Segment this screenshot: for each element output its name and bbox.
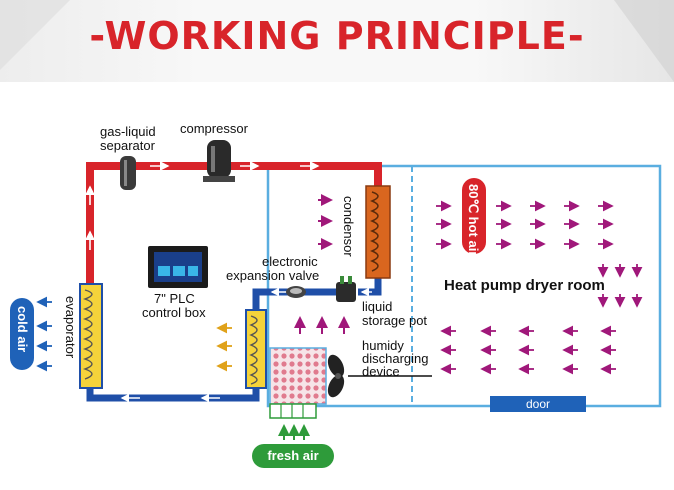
humidy-label-3: device <box>362 364 400 379</box>
humidy-label-1: humidy <box>362 338 404 353</box>
cold-air-label: cold air <box>15 306 30 352</box>
return-air-arrows-left <box>440 325 616 375</box>
fresh-air-label: fresh air <box>267 448 318 463</box>
air-arrows-up <box>294 316 350 334</box>
compressor-icon <box>203 140 235 182</box>
expansion-valve-label-1: electronic <box>262 254 318 269</box>
hot-air-arrows-right <box>436 200 614 250</box>
gas-liquid-separator <box>120 156 136 190</box>
condenser-coil <box>365 185 391 279</box>
banner-decoration-right <box>614 0 674 82</box>
humidy-label-2: discharging <box>362 351 429 366</box>
liquid-storage-pot-label-2: storage pot <box>362 313 427 328</box>
dryer-room-outline <box>266 164 662 408</box>
hot-air-arrows-down <box>597 264 643 308</box>
hot-air-label: 80℃ hot air <box>466 184 481 256</box>
fresh-air-badge: fresh air <box>252 444 334 468</box>
cold-air-arrows <box>36 296 52 372</box>
page-title: -WORKING PRINCIPLE- <box>89 14 585 58</box>
evaporator-coil <box>79 283 103 389</box>
plc-label-2: control box <box>142 305 206 320</box>
fan-icon <box>327 354 345 398</box>
expansion-valve-label-2: expansion valve <box>226 268 319 283</box>
compressor-label: compressor <box>180 121 249 136</box>
hot-refrigerant-pipe <box>85 161 382 285</box>
door: door <box>490 396 586 412</box>
plc-control-box <box>148 246 208 288</box>
evaporator-label: evaporator <box>63 296 78 359</box>
liquid-storage-pot-label-1: liquid <box>362 299 392 314</box>
door-label: door <box>526 397 550 411</box>
fresh-air-arrows <box>278 424 310 440</box>
humidity-discharge-unit <box>269 347 432 405</box>
liquid-storage-pot-icon <box>336 276 356 302</box>
inner-evaporator-coil <box>245 309 267 389</box>
plc-label-1: 7" PLC <box>154 291 195 306</box>
dryer-room-label: Heat pump dryer room <box>444 277 605 294</box>
air-arrows-to-condenser <box>318 194 333 250</box>
warm-air-arrows <box>216 322 232 372</box>
gas-liquid-separator-label-2: separator <box>100 138 156 153</box>
expansion-valve-icon <box>286 286 306 298</box>
title-banner: -WORKING PRINCIPLE- <box>0 0 674 82</box>
banner-decoration-left <box>0 0 70 70</box>
gas-liquid-separator-label-1: gas-liquid <box>100 124 156 139</box>
fresh-air-grille <box>269 403 317 419</box>
cold-air-badge: cold air <box>10 298 34 370</box>
hot-air-badge: 80℃ hot air <box>462 178 486 256</box>
condensor-label: condensor <box>341 196 356 257</box>
